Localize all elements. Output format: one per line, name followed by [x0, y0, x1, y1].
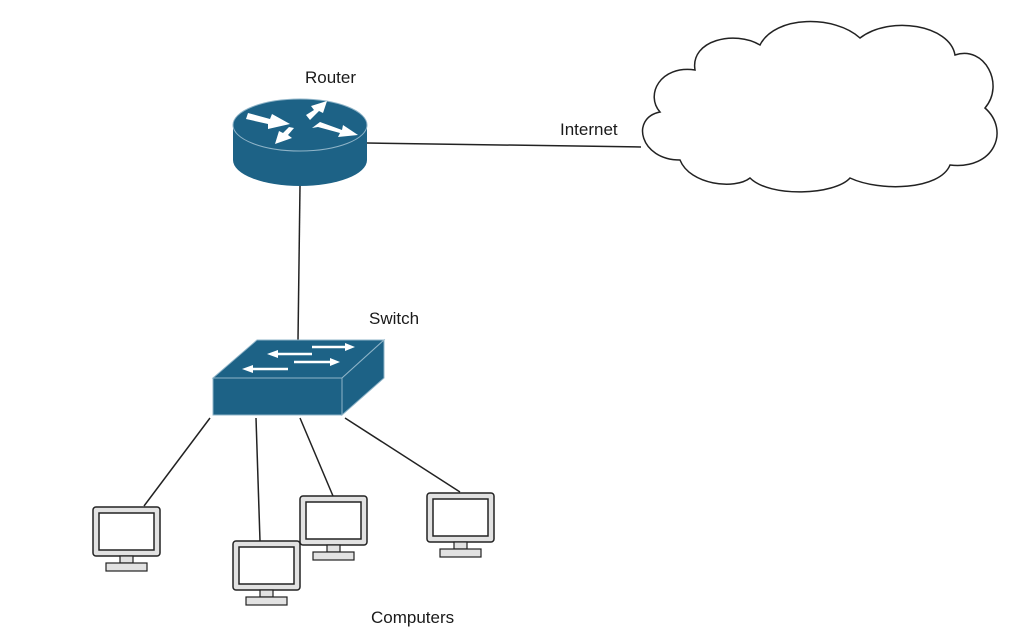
cloud-icon: [641, 20, 998, 193]
switch-computer-1-link: [143, 417, 211, 507]
router-internet-link: [366, 142, 642, 148]
computers-label: Computers: [371, 608, 455, 627]
switch-icon: [211, 338, 386, 417]
router-label: Router: [305, 68, 357, 87]
computer-icon: [426, 492, 495, 558]
router-icon: [232, 98, 368, 186]
connections: [143, 142, 642, 542]
internet-label: Internet: [560, 120, 618, 139]
switch-computer-3-link: [299, 417, 334, 497]
router-switch-link: [297, 185, 301, 341]
computer-icon: [92, 506, 161, 572]
switch-computer-2-link: [255, 417, 261, 542]
switch-label: Switch: [369, 309, 420, 328]
computer-icon: [232, 540, 301, 606]
switch-computer-4-link: [344, 417, 461, 493]
computer-icon: [299, 495, 368, 561]
